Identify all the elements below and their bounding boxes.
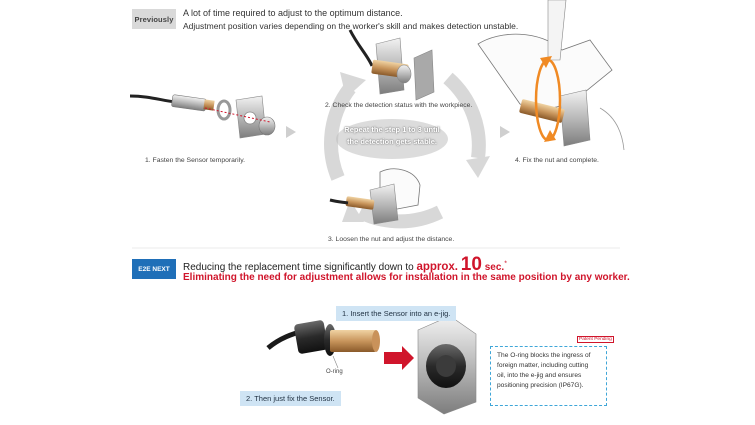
cycle-arrows (324, 72, 486, 229)
step4-wrench-fix (477, 0, 625, 151)
new-sensor-with-oring (266, 320, 380, 369)
cycle-arrowheads (340, 72, 490, 222)
note-line-3: oil, into the e-jig and ensures (497, 372, 582, 379)
step1-sensor-exploded (129, 94, 276, 139)
previously-line-2: Adjustment position varies depending on … (183, 21, 519, 31)
new-headline-prefix: Reducing the replacement time significan… (183, 262, 417, 273)
step2-caption: 2. Check the detection status with the w… (325, 102, 473, 109)
previously-line-1: A lot of time required to adjust to the … (183, 8, 403, 18)
note-line-2: foreign matter, including cutting (497, 362, 589, 369)
time-number: 10 (460, 254, 482, 275)
repeat-label: Repeat the step 1 to 3 until the detecti… (340, 124, 444, 148)
note-line-4: positioning precision (IP67G). (497, 382, 584, 389)
approx-label: approx. (416, 261, 459, 273)
insert-arrow (384, 346, 414, 370)
new-headline: Reducing the replacement time significan… (183, 254, 507, 276)
insert-callout: 1. Insert the Sensor into an e-jig. (336, 306, 457, 321)
previously-badge: Previously (132, 9, 176, 29)
new-subheadline: Eliminating the need for adjustment allo… (183, 272, 630, 283)
oring-label: O-ring (326, 369, 343, 375)
step4-caption: 4. Fix the nut and complete. (515, 157, 599, 164)
repeat-label-line-2: the detection gets stable. (346, 137, 438, 146)
new-product-badge: E2E NEXT (132, 259, 176, 279)
step-arrow-2 (500, 126, 510, 138)
repeat-label-backdrop (336, 119, 448, 159)
time-unit: sec. (484, 262, 505, 273)
footnote-star: * (504, 260, 507, 268)
repeat-label-line-1: Repeat the step 1 to 3 until (344, 125, 440, 134)
oring-note-box: The O-ring blocks the ingress of foreign… (490, 346, 607, 406)
step3-caption: 3. Loosen the nut and adjust the distanc… (328, 236, 455, 243)
e-jig-bracket (417, 315, 477, 415)
step2-sensor-workpiece (348, 29, 435, 101)
step-arrow-1 (286, 126, 296, 138)
patent-pending-tag: Patent Pending (577, 336, 614, 343)
step1-caption: 1. Fasten the Sensor temporarily. (145, 157, 245, 164)
fix-callout: 2. Then just fix the Sensor. (240, 391, 341, 406)
note-line-1: The O-ring blocks the ingress of (497, 352, 591, 359)
step3-hand-adjust (329, 168, 421, 225)
